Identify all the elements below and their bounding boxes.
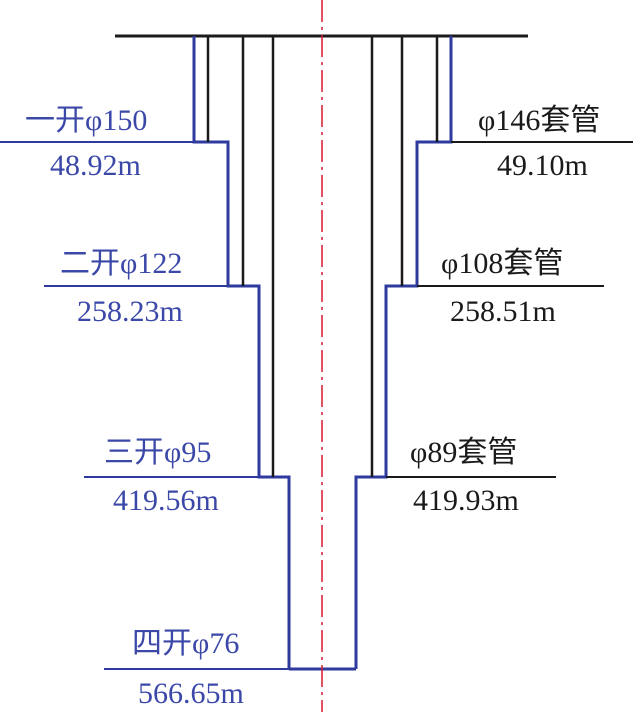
stage-4-depth: 566.65m (138, 677, 244, 710)
stage-3-depth: 419.56m (113, 484, 219, 517)
stage-3-name: 三开φ95 (104, 436, 211, 469)
stage-4-name: 四开φ76 (132, 627, 239, 660)
stage-2-name: 二开φ122 (60, 247, 182, 280)
stage-1-depth: 48.92m (50, 149, 141, 182)
casing-3-depth: 419.93m (413, 484, 519, 517)
casing-1-name: φ146套管 (478, 104, 600, 137)
casing-3-name: φ89套管 (410, 436, 517, 469)
casing-1-depth: 49.10m (497, 149, 588, 182)
stage-1-name: 一开φ150 (25, 104, 147, 137)
casing-2-name: φ108套管 (441, 247, 563, 280)
casing-2-depth: 258.51m (450, 295, 556, 328)
stage-2-depth: 258.23m (77, 295, 183, 328)
